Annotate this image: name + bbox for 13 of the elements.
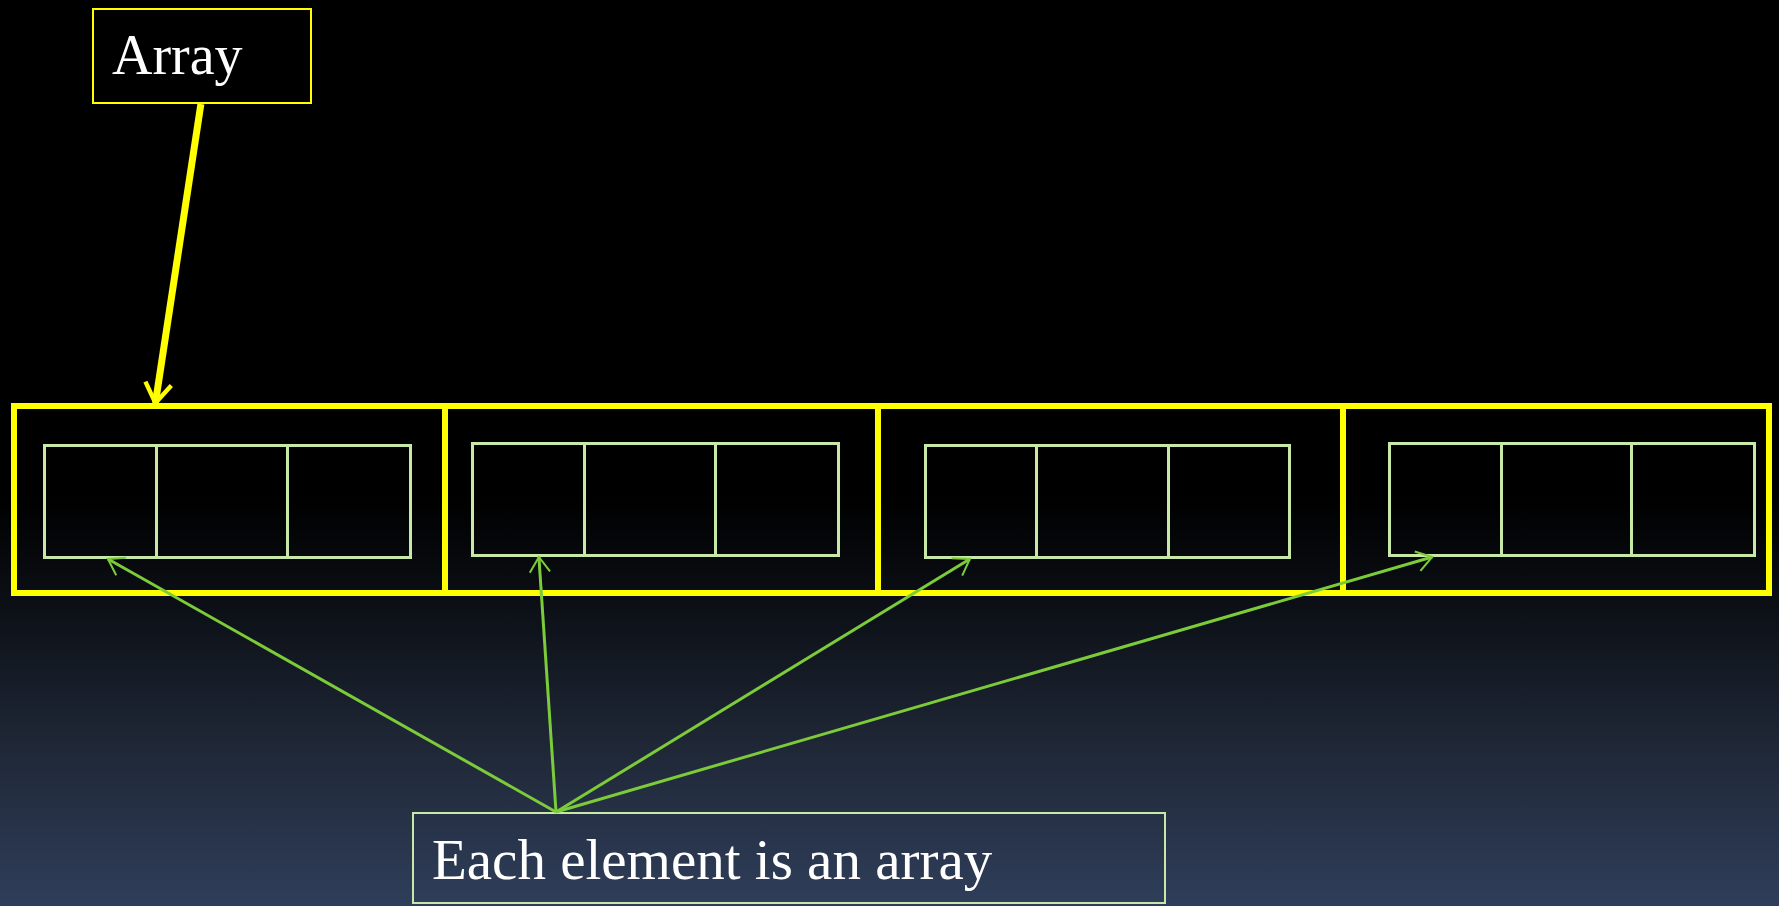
arrow [143,103,205,406]
arrow [106,556,557,814]
inner-array-box [924,444,1291,559]
inner-array-box [43,444,412,559]
label-text: Each element is an array [432,827,993,893]
label-box [412,812,1166,904]
arrow [528,556,558,813]
inner-array-box [1388,442,1756,557]
label-box [92,8,312,104]
arrow [555,550,1434,814]
outer-array-box [11,403,1772,596]
inner-array-box [471,442,840,557]
label-text: Array [112,23,243,88]
